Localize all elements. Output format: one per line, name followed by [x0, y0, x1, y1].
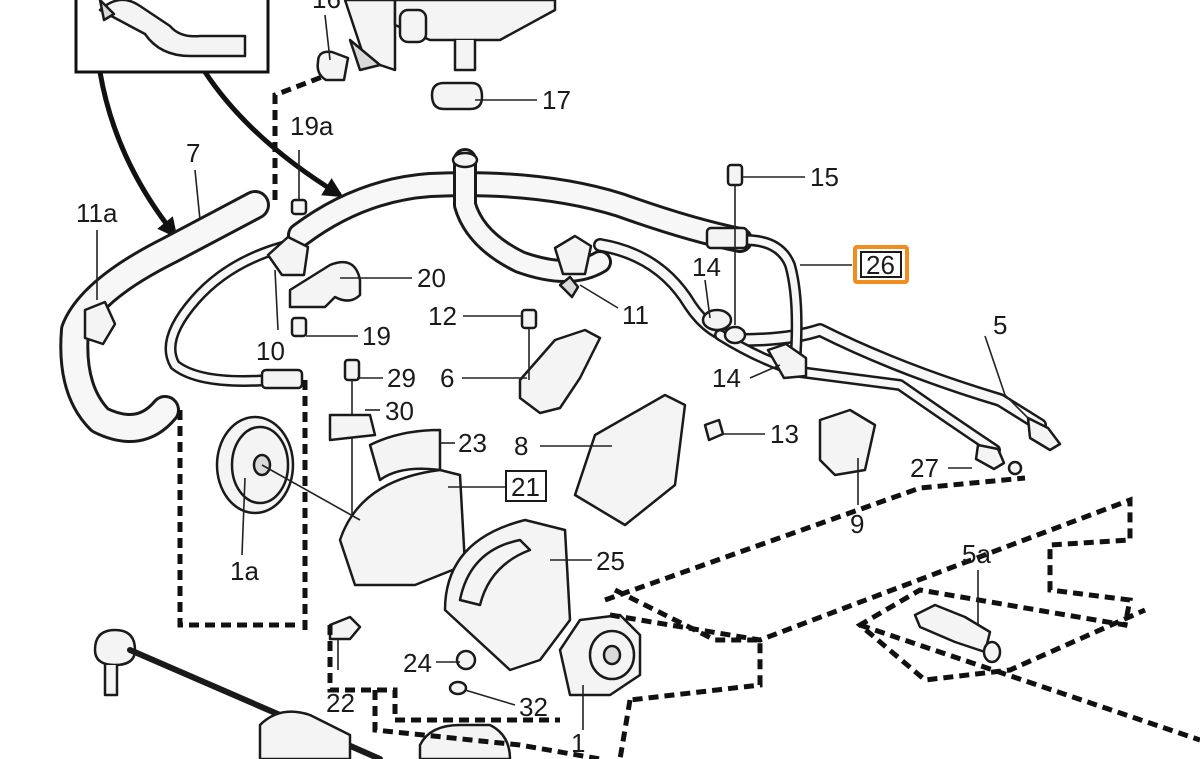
- callout-23: 23: [458, 428, 487, 458]
- steering-rack: [93, 628, 512, 759]
- pump-bracket-21: [338, 468, 467, 587]
- callout-24: 24: [403, 648, 432, 678]
- inset-arrow-left: [97, 71, 178, 239]
- nut-19a: [290, 150, 308, 216]
- hose-11a-loop: [59, 190, 270, 443]
- callout-21: 21: [511, 472, 540, 502]
- bolt-12: [520, 308, 538, 380]
- callout-25: 25: [596, 546, 625, 576]
- callout-7: 7: [186, 138, 200, 168]
- callout-21-box: [505, 470, 547, 502]
- bracket-6: [518, 328, 602, 415]
- cap-30: [328, 413, 377, 442]
- pulley-1a: [215, 415, 295, 515]
- bracket-20: [288, 260, 362, 309]
- inset-arrow-right: [202, 70, 344, 198]
- callout-14-upper: 14: [692, 252, 721, 282]
- fitting-5: [1026, 416, 1062, 452]
- callout-5a: 5a: [962, 539, 991, 569]
- callout-8: 8: [514, 431, 528, 461]
- bracket-8: [573, 393, 687, 527]
- oxygen-sensor-5a: [913, 603, 1002, 664]
- callout-29: 29: [387, 363, 416, 393]
- callout-16: 16: [312, 0, 341, 14]
- clamp-14-lower: [766, 342, 808, 380]
- callout-26-highlight-box: [853, 245, 909, 284]
- o-ring-32: [448, 680, 468, 696]
- leader-lines: [96, 14, 1031, 730]
- callout-26: 26: [866, 250, 895, 280]
- callout-6: 6: [440, 363, 454, 393]
- callout-11: 11: [622, 300, 649, 330]
- callout-30: 30: [385, 396, 414, 426]
- hose-left-pipe: [164, 239, 304, 390]
- clamp-10: [266, 235, 310, 277]
- callout-17: 17: [542, 85, 571, 115]
- callout-26-highlighted[interactable]: 26: [853, 245, 909, 284]
- reservoir: [343, 0, 557, 72]
- bolt-15: [726, 163, 744, 325]
- callout-14-lower: 14: [712, 363, 741, 393]
- callout-1a: 1a: [230, 556, 259, 586]
- callout-22: 22: [326, 688, 355, 718]
- clip-22: [328, 615, 362, 641]
- bolt-24: [455, 649, 477, 671]
- callout-11a: 11a: [76, 198, 118, 228]
- callout-1: 1: [571, 728, 585, 758]
- pressure-line-27: [714, 329, 1001, 456]
- clamp-16: [316, 50, 350, 82]
- pump-1: [558, 613, 642, 697]
- pump-mount-25: [443, 518, 572, 672]
- callout-26-inner-box: [860, 251, 902, 278]
- shield-23: [368, 428, 442, 482]
- callout-5: 5: [993, 310, 1007, 340]
- pipe-26: [705, 226, 803, 371]
- callout-19a: 19a: [290, 111, 334, 141]
- callout-10: 10: [256, 336, 285, 366]
- callout-15: 15: [810, 162, 839, 192]
- inset-detail-box: [74, 0, 270, 74]
- mount-9: [818, 408, 877, 477]
- callout-9: 9: [850, 509, 864, 539]
- callouts: 16 17 19a 15 7 11a 26 20 14 12 11 5 10 1…: [76, 0, 1007, 758]
- clamp-11: [553, 234, 593, 299]
- clamp-17: [430, 81, 484, 111]
- return-hose-upper: [287, 171, 753, 253]
- dashed-hose-connectors: [272, 69, 336, 630]
- clamp-11a: [83, 300, 117, 346]
- callout-12: 12: [428, 301, 457, 331]
- callout-27: 27: [910, 453, 939, 483]
- fitting-27: [974, 443, 1023, 476]
- callout-19: 19: [362, 321, 391, 351]
- bolt-13: [703, 418, 725, 442]
- callout-13: 13: [770, 419, 799, 449]
- callout-20: 20: [417, 263, 446, 293]
- feed-pipe-lower: [593, 238, 1047, 432]
- bolt-19: [290, 316, 308, 338]
- dashed-outline-lower: [177, 410, 1200, 759]
- callout-32: 32: [519, 692, 548, 722]
